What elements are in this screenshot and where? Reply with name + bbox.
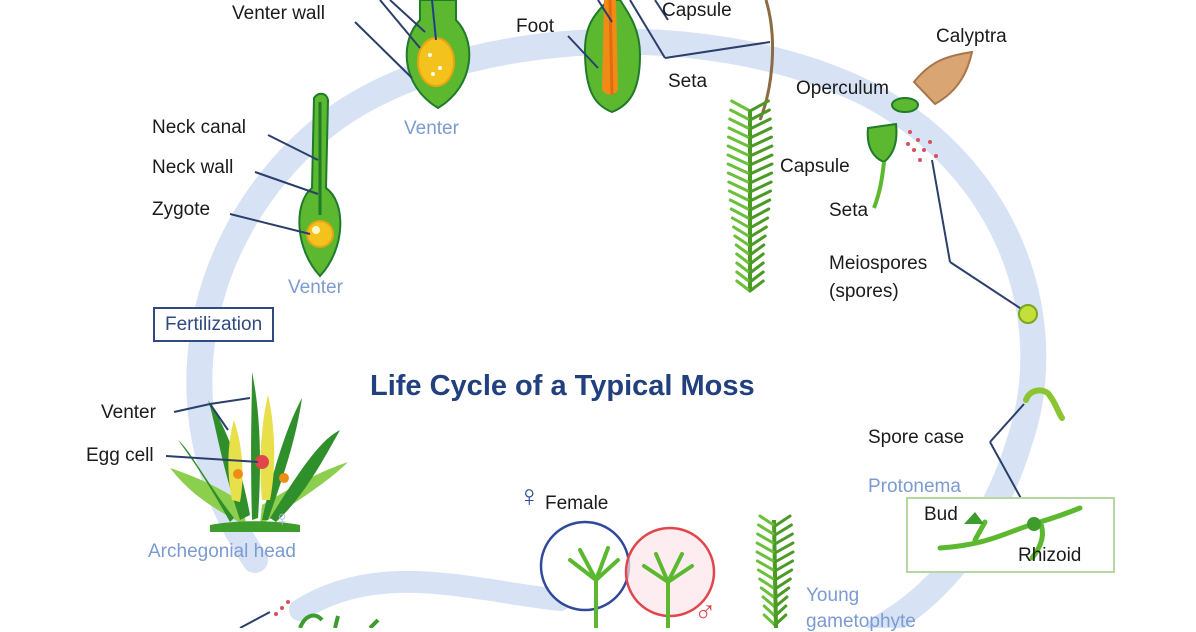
diagram-title: Life Cycle of a Typical Moss bbox=[370, 370, 755, 402]
fertilization-box: Fertilization bbox=[153, 307, 275, 342]
label-archegonial-head: Archegonial head bbox=[148, 541, 296, 562]
label-female: Female bbox=[545, 493, 609, 514]
mature-gametophyte-leaves bbox=[726, 99, 774, 293]
female-gametophyte-circle bbox=[539, 520, 631, 612]
label-young-gametophyte-2: gametophyte bbox=[806, 611, 916, 632]
label-venter-left: Venter bbox=[288, 277, 343, 298]
female-symbol: ♀ bbox=[518, 480, 541, 513]
label-calyptra: Calyptra bbox=[936, 26, 1007, 47]
label-meiospores: Meiospores bbox=[829, 253, 928, 274]
young-gametophyte-plant bbox=[772, 519, 778, 628]
cycle-ring-inner-arc bbox=[289, 570, 571, 621]
label-bud: Bud bbox=[924, 504, 958, 525]
calyptra-shape bbox=[912, 50, 974, 106]
foot-sporophyte-structure bbox=[583, 0, 642, 114]
label-capsule-right: Capsule bbox=[780, 156, 850, 177]
female-gametophyte-plant bbox=[568, 546, 620, 628]
cycle-ring bbox=[186, 28, 1047, 628]
label-neck-canal: Neck canal bbox=[152, 117, 246, 138]
label-rhizoid: Rhizoid bbox=[1018, 545, 1082, 566]
meiospore-circle bbox=[1018, 304, 1038, 324]
male-symbol: ♂ bbox=[694, 596, 717, 629]
label-foot: Foot bbox=[516, 16, 555, 37]
label-zygote: Zygote bbox=[152, 199, 211, 220]
venter-embryo-structure bbox=[405, 0, 471, 110]
label-venter-head: Venter bbox=[101, 402, 156, 423]
label-spore-case: Spore case bbox=[868, 427, 965, 448]
male-gametophyte-plant bbox=[642, 552, 694, 628]
label-seta-right: Seta bbox=[829, 200, 869, 221]
female-symbol-small: ♀ bbox=[274, 506, 291, 531]
bottom-left-partial-structure bbox=[239, 600, 380, 628]
young-gametophyte-leaves bbox=[755, 514, 795, 627]
spore-dots bbox=[906, 130, 938, 162]
label-meiospores-spores: (spores) bbox=[829, 281, 899, 302]
label-venter-top: Venter bbox=[404, 118, 459, 139]
label-venter-wall: Venter wall bbox=[232, 3, 325, 24]
operculum-shape bbox=[891, 97, 919, 113]
label-young-gametophyte: Young bbox=[806, 585, 860, 606]
label-egg-cell: Egg cell bbox=[86, 445, 154, 466]
label-seta-top: Seta bbox=[668, 71, 708, 92]
label-protonema: Protonema bbox=[868, 476, 961, 497]
label-neck-wall: Neck wall bbox=[152, 157, 234, 178]
label-operculum: Operculum bbox=[796, 78, 889, 99]
germinating-spore-shape bbox=[1023, 387, 1065, 421]
open-capsule-shape bbox=[866, 122, 898, 209]
archegonium-zygote-structure bbox=[298, 92, 342, 278]
label-capsule-top: Capsule bbox=[662, 0, 732, 21]
